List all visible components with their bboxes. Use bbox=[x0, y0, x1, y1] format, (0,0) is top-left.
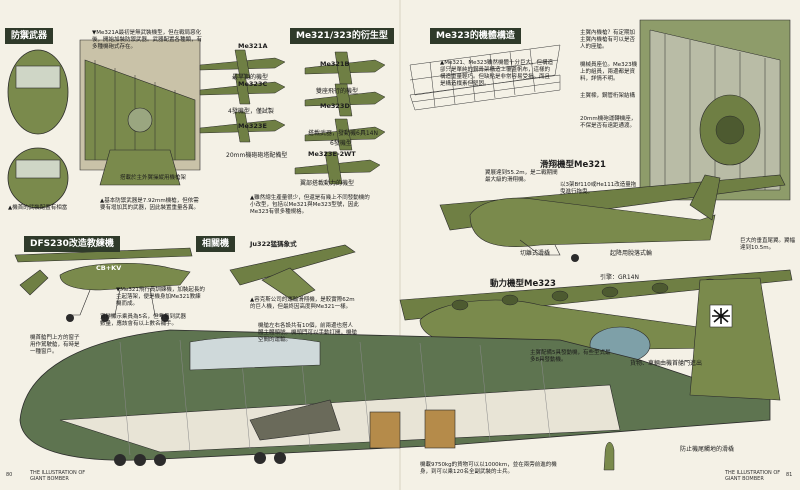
tag-derivatives: Me321/323的衍生型 bbox=[290, 28, 394, 44]
note-basic-weapon: ▲基本防禦武器是7.92mm機槍，但依需要有增加其的武器，因此裝置重量各異。 bbox=[100, 198, 200, 211]
nose-doors-note: 機首艙門上方的窗子用作駕駛艙，有時是一種窗戶。 bbox=[30, 335, 80, 355]
note-production: ▲雖然總生產量很少，但還是有幾上不同發動機的小改型，包括以Me321與Me323… bbox=[250, 195, 370, 215]
label-me321a-sub: 最早期的機型 bbox=[232, 74, 269, 81]
left-book-title: THE ILLUSTRATION OF GIANT BOMBER bbox=[30, 470, 86, 482]
note-nose-gun: ▲機首的武裝配置有相當 bbox=[8, 205, 68, 211]
nose-detail-illustrations bbox=[7, 39, 201, 209]
tail-note: 巨大的垂直尾翼。翼幅達到10.5m。 bbox=[740, 238, 796, 251]
glider-wing-note: 翼展達到55.2m，是二戰期間最大級的滑翔機。 bbox=[485, 170, 558, 183]
motor-title: 動力機型Me323 bbox=[490, 279, 556, 289]
note-spar: 主翼樑，鋼管桁架結構 bbox=[580, 93, 636, 99]
note-gun20: 20mm機砲運轉機座，不保是否有遠距通渡。 bbox=[580, 116, 637, 129]
tag-related: 相關機 bbox=[196, 236, 236, 252]
note-cockpit-right: 主翼內機槍？有定期加主翼內機槍有可以是否人的座艙。 bbox=[580, 30, 636, 50]
motor-gear-note: 主翼配備5具發動機，有些型式最多8具發動機。 bbox=[530, 350, 611, 363]
motor-engine-label: 引擎：GR14N bbox=[600, 274, 639, 281]
glider-title: 滑翔機型Me321 bbox=[540, 160, 606, 170]
dfs230-illustration bbox=[14, 247, 193, 322]
label-me323e2: Me323E-2WT bbox=[308, 150, 356, 158]
glider-cut-label: 切離式滑橇 bbox=[520, 250, 551, 257]
label-me323e: Me323E bbox=[238, 122, 267, 130]
tag-dfs230: DFS230改造教練機 bbox=[24, 236, 120, 252]
label-me321b: Me321B bbox=[320, 60, 350, 68]
tag-structure: Me323的機體構造 bbox=[430, 28, 521, 44]
right-page-number: 81 bbox=[786, 472, 793, 478]
left-page-number: 80 bbox=[6, 472, 13, 478]
structure-frame bbox=[409, 44, 561, 111]
cargo-note: 機艙左右各設共有10個，前兩邊也搭人體主體頭號。機頭門可以手動打開，機艙空間的運… bbox=[258, 323, 358, 343]
label-me321a: Me321A bbox=[238, 42, 268, 50]
label-me323f-sub: 搭載武器，發動機6具14N bbox=[308, 130, 378, 137]
label-me323d-sub: 6發機型 bbox=[330, 140, 352, 147]
note-top-left: ▼Me321A最初是無武裝機型，但在戰局惡化後，開始加裝防禦武器。武器配置各種類… bbox=[92, 30, 203, 50]
tag-defense-weapons: 防禦武器 bbox=[5, 28, 54, 44]
note-rear: 機械員座位。Me323機上的組員，兩邊都是資料，詳情不明。 bbox=[580, 62, 638, 82]
ju322-label: Ju322猛獁象式 bbox=[250, 240, 297, 248]
wing-spar-detail bbox=[639, 19, 791, 201]
label-me323d: Me323D bbox=[320, 102, 350, 110]
bottom-note: 機載9750kg的貨物可以以1000km，並在兩旁前進的機身，到可以乘120名全… bbox=[420, 462, 557, 475]
label-me323c-sub: 4發機型，僅試製 bbox=[228, 108, 274, 115]
label-me323e2-sub: 翼部搭載動力的機型 bbox=[300, 180, 355, 187]
motor-cargo-label: 貨物、車輛由機首艙門進出 bbox=[630, 360, 703, 367]
glider-tail-label: 起降用脫落式輪 bbox=[610, 250, 653, 257]
note-structure-body: ▲Me321、Me323雖然機體十分巨大，但構造卻只是單純的鋼骨架構造上覆蓋帆布… bbox=[440, 60, 553, 87]
derivative-planes bbox=[199, 49, 386, 185]
dfs230-note: ▼Me321飛行員訓練機，加裝起長的主起落架，便是機身加Me321教練機而成。 bbox=[116, 287, 205, 307]
ju322-illustration bbox=[229, 244, 356, 301]
right-book-title: THE ILLUSTRATION OF GIANT BOMBER bbox=[725, 470, 781, 482]
glider-tow-note: 以3架Bf110或He111改造量拖曳進行拖曳。 bbox=[560, 182, 637, 195]
note-mg-caption: 搭載於主外翼操縱用機槍架 bbox=[120, 175, 187, 181]
bottom-right-note: 防止機尾觸地的滑橇 bbox=[680, 446, 735, 453]
main-cutaway-fuselage bbox=[19, 277, 781, 471]
motor-me323-illustration bbox=[399, 269, 793, 364]
label-me321b-sub: 雙座飛行的機型 bbox=[316, 88, 359, 95]
ju322-note: ▲容克斯公司的運輸滑翔機，是較實際62m的巨人機，但最終因高度與Me321一樣。 bbox=[250, 297, 355, 310]
dfs230-code: CB+KV bbox=[96, 264, 122, 272]
label-me323c: Me323C bbox=[238, 80, 268, 88]
label-me323e-sub: 20mm機砲砲塔配備型 bbox=[226, 152, 288, 159]
crew-note: 資料顯示乘員為5名，但考量到武器數量，應該會有以上數名補手。 bbox=[100, 314, 187, 327]
glider-me321-illustration bbox=[439, 174, 786, 262]
